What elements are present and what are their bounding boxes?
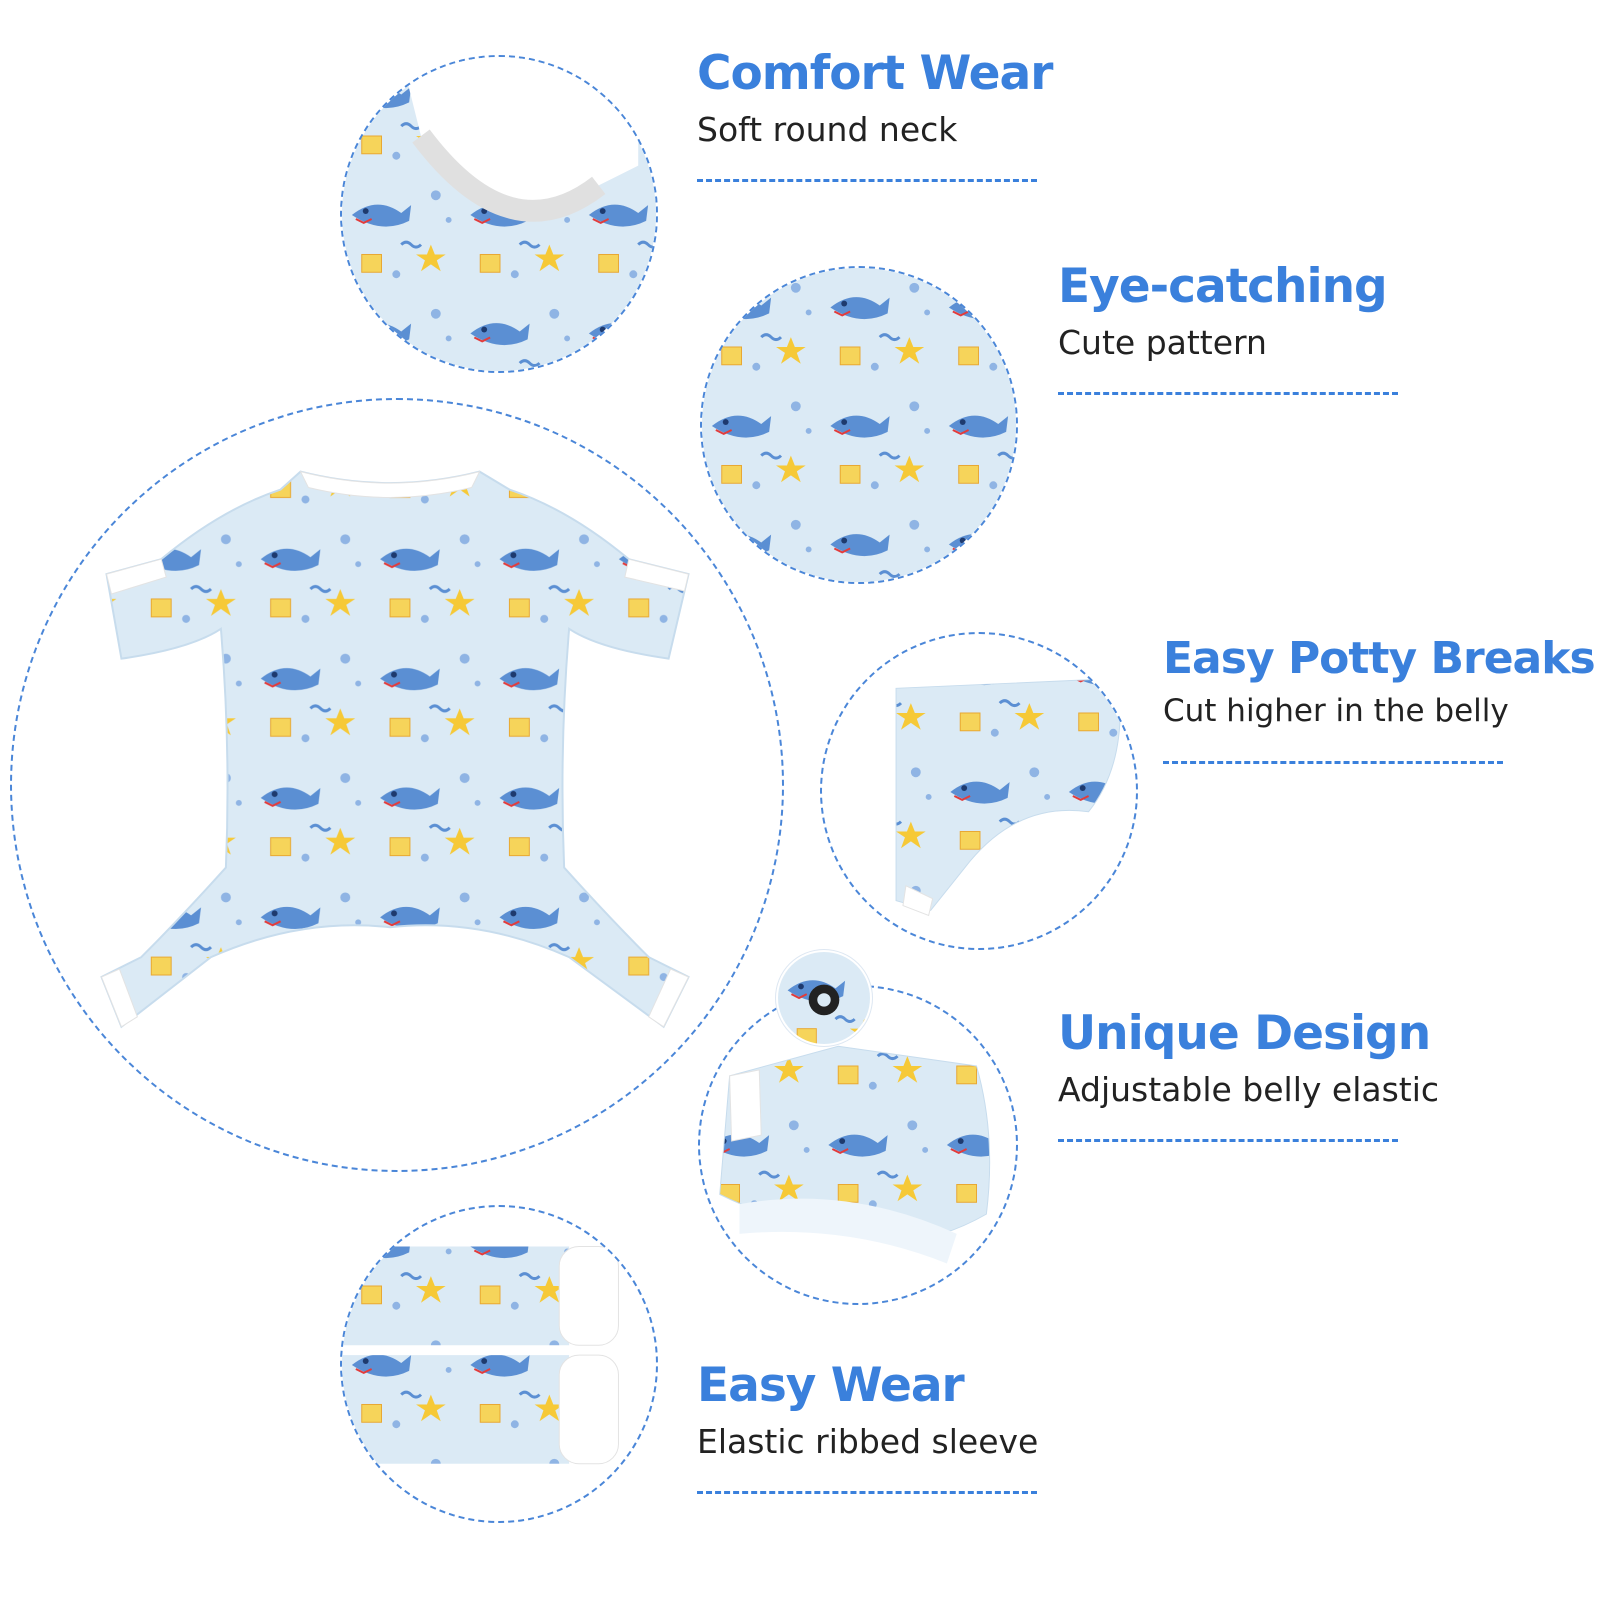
belly-cut-illustration bbox=[895, 677, 1121, 917]
pattern-detail-circle bbox=[700, 266, 1018, 584]
feature-easy-wear: Easy Wear Elastic ribbed sleeve bbox=[697, 1358, 1039, 1495]
adjustable-elastic-illustration bbox=[719, 1045, 991, 1264]
dashed-divider bbox=[1163, 760, 1503, 764]
dashed-divider bbox=[697, 1491, 1037, 1495]
feature-title: Unique Design bbox=[1058, 1006, 1431, 1061]
feature-subtitle: Adjustable belly elastic bbox=[1058, 1069, 1440, 1109]
sleeve-detail-circle bbox=[340, 1205, 658, 1523]
feature-title: Easy Potty Breaks bbox=[1163, 633, 1596, 684]
neck-detail-circle bbox=[340, 55, 658, 373]
ribbed-sleeve-illustration bbox=[342, 1246, 619, 1465]
feature-subtitle: Soft round neck bbox=[697, 109, 958, 149]
belly-detail-circle bbox=[820, 632, 1138, 950]
feature-subtitle: Cut higher in the belly bbox=[1163, 693, 1509, 730]
toggle-closeup-circle bbox=[776, 950, 872, 1046]
feature-eye-catching: Eye-catching Cute pattern bbox=[1058, 259, 1398, 396]
feature-title: Easy Wear bbox=[697, 1358, 965, 1413]
dashed-divider bbox=[1058, 1139, 1398, 1143]
feature-title: Comfort Wear bbox=[697, 46, 1053, 101]
pajama-full-illustration bbox=[100, 470, 690, 1029]
main-product-circle bbox=[10, 398, 784, 1172]
feature-unique-design: Unique Design Adjustable belly elastic bbox=[1058, 1006, 1440, 1143]
feature-subtitle: Cute pattern bbox=[1058, 322, 1267, 362]
feature-easy-potty-breaks: Easy Potty Breaks Cut higher in the bell… bbox=[1163, 633, 1596, 764]
feature-title: Eye-catching bbox=[1058, 259, 1388, 314]
elastic-toggle-icon bbox=[778, 952, 870, 1044]
feature-subtitle: Elastic ribbed sleeve bbox=[697, 1421, 1039, 1461]
round-neck-illustration bbox=[342, 57, 656, 371]
feature-comfort-wear: Comfort Wear Soft round neck bbox=[697, 46, 1053, 183]
dashed-divider bbox=[697, 179, 1037, 183]
dashed-divider bbox=[1058, 392, 1398, 396]
shark-pattern-illustration bbox=[702, 268, 1016, 582]
